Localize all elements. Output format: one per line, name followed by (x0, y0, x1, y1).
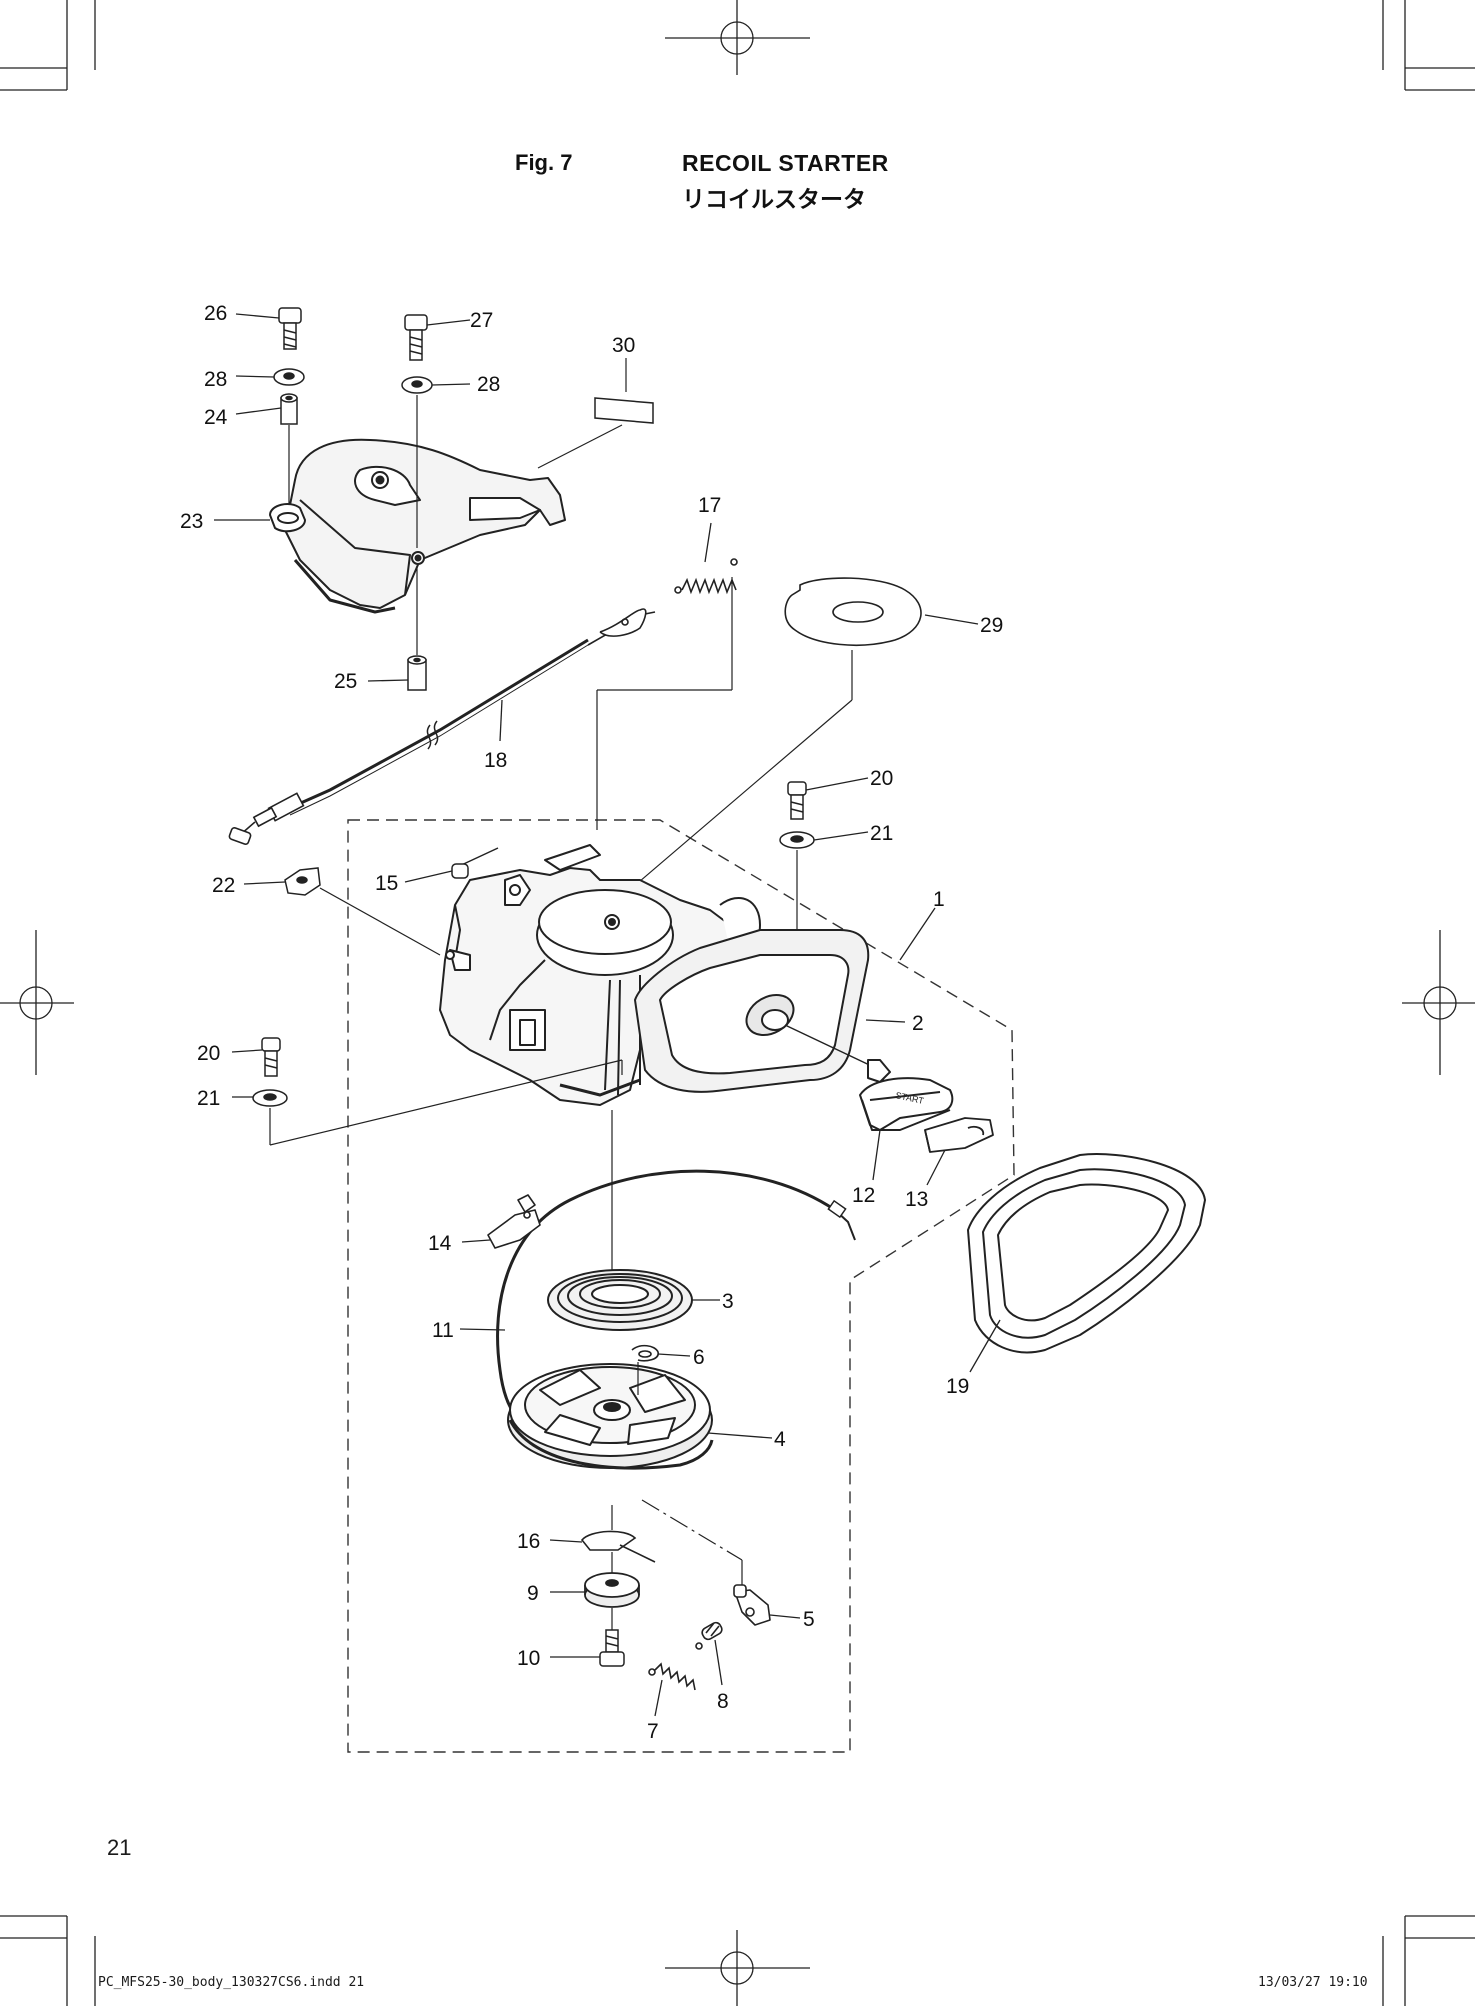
part-1-starter-housing (439, 844, 761, 1106)
part-29-plate (784, 577, 922, 646)
part-10-screw (599, 1629, 625, 1667)
callout-13: 13 (905, 1188, 928, 1211)
registration-mark-bottom (665, 1930, 810, 2006)
callout-21-upper: 21 (870, 822, 893, 845)
part-8-spring (701, 1621, 723, 1641)
callout-20-lower: 20 (197, 1042, 220, 1065)
part-3-spiral-spring (547, 1269, 693, 1331)
callout-17: 17 (698, 494, 721, 517)
part-4-reel (507, 1363, 714, 1470)
callout-14: 14 (428, 1232, 452, 1255)
callout-10: 10 (517, 1647, 540, 1670)
callout-28-left: 28 (204, 368, 227, 391)
part-14-bracket (487, 1194, 541, 1249)
figure-title-japanese: リコイルスタータ (682, 187, 866, 213)
callout-20-upper: 20 (870, 767, 893, 790)
callout-23: 23 (180, 510, 203, 533)
callout-29: 29 (980, 614, 1003, 637)
callout-18: 18 (484, 749, 507, 772)
callout-4: 4 (774, 1428, 786, 1451)
callout-6: 6 (693, 1346, 705, 1369)
part-28-washer-left (273, 368, 305, 386)
callout-19: 19 (946, 1375, 969, 1398)
callout-16: 16 (517, 1530, 540, 1553)
callout-5: 5 (803, 1608, 815, 1631)
registration-mark-left (0, 930, 74, 1075)
part-9-ratchet (584, 1572, 640, 1608)
part-24-collar (280, 393, 298, 425)
callout-9: 9 (527, 1582, 539, 1605)
part-18-throttle-cable (228, 608, 656, 846)
callout-12: 12 (852, 1184, 875, 1207)
callout-27: 27 (470, 309, 493, 332)
part-27-bolt (404, 314, 428, 361)
callout-7: 7 (647, 1720, 659, 1743)
part-6-clip (631, 1344, 659, 1362)
part-2-guide-plate (634, 929, 870, 1093)
part-22-bracket (284, 867, 321, 896)
part-20-bolt-lower (261, 1037, 281, 1077)
callout-labels: 26 28 24 23 25 27 28 30 17 18 29 20 21 1… (180, 302, 1003, 1743)
registration-mark-top (665, 0, 810, 75)
part-12-handle: START (784, 1024, 954, 1131)
callout-26: 26 (204, 302, 227, 325)
callout-25: 25 (334, 670, 357, 693)
part-23-cover (269, 438, 566, 614)
part-30-decal (594, 397, 654, 424)
part-16-plate (580, 1530, 656, 1563)
part-26-bolt (278, 307, 302, 350)
part-13-handle-cap (924, 1117, 994, 1153)
part-21-washer-lower (252, 1089, 288, 1107)
part-20-bolt-upper (787, 781, 807, 820)
part-21-washer-upper (779, 831, 815, 849)
callout-21-lower: 21 (197, 1087, 220, 1110)
assembly-boundary (347, 819, 1015, 1753)
figure-title: RECOIL STARTER (682, 150, 889, 176)
callout-1: 1 (933, 888, 945, 911)
part-17-spring (674, 558, 738, 595)
part-19-seal-frame (967, 1153, 1206, 1354)
callout-3: 3 (722, 1290, 734, 1313)
part-5-pawl (733, 1584, 771, 1626)
print-slug-filename: PC_MFS25-30_body_130327CS6.indd 21 (98, 1975, 365, 1990)
part-28-washer-right (401, 376, 433, 394)
callout-11: 11 (432, 1319, 454, 1342)
callout-8: 8 (717, 1690, 729, 1713)
figure-number: Fig. 7 (515, 150, 573, 175)
callout-22: 22 (212, 874, 235, 897)
page-number: 21 (107, 1835, 132, 1860)
part-15-spring (451, 847, 499, 879)
part-7-spring (648, 1642, 703, 1691)
callout-30: 30 (612, 334, 635, 357)
callout-24: 24 (204, 406, 228, 429)
print-slug-datetime: 13/03/27 19:10 (1258, 1975, 1368, 1990)
part-25-collar (407, 655, 427, 691)
callout-15: 15 (375, 872, 398, 895)
registration-mark-right (1402, 930, 1475, 1075)
leader-lines (214, 313, 1001, 1717)
callout-28-right: 28 (477, 373, 500, 396)
callout-2: 2 (912, 1012, 924, 1035)
